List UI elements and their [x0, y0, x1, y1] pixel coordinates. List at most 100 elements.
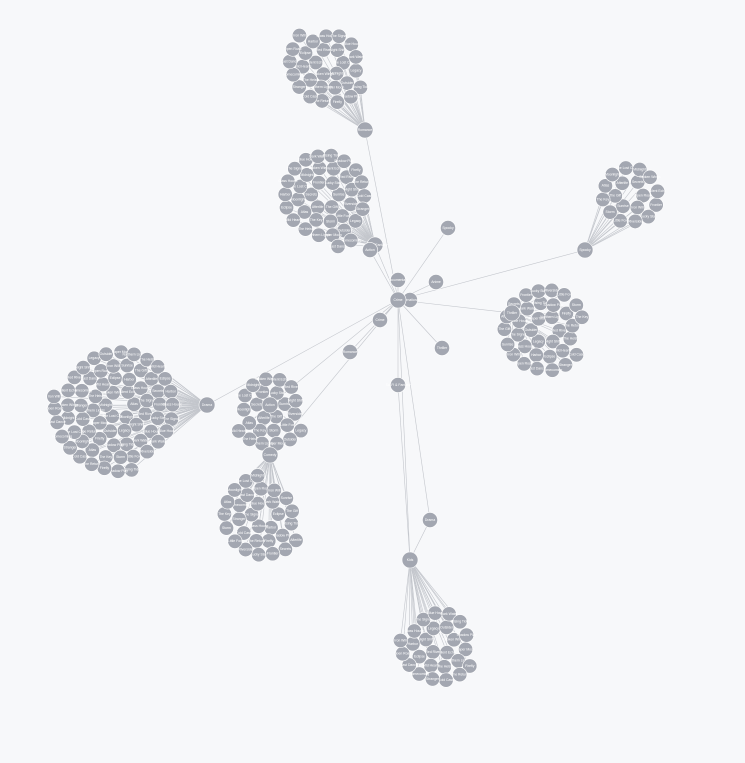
graph-node-core[interactable]: Action [362, 242, 378, 258]
graph-node-leaf[interactable]: The Heist [302, 72, 318, 88]
graph-node-leaf[interactable]: The Signal [331, 28, 347, 44]
graph-node-leaf[interactable]: Riverside [343, 196, 359, 212]
graph-node-leaf[interactable]: Firefly [96, 460, 112, 476]
graph-node-leaf[interactable]: The Heist [242, 431, 258, 447]
graph-node-leaf[interactable]: Silent Echo [649, 183, 666, 199]
graph-node-leaf[interactable]: Secrets [150, 383, 166, 399]
graph-node-leaf[interactable]: The Heist [297, 221, 313, 237]
graph-node-leaf[interactable]: The Return [353, 174, 370, 190]
graph-node-core[interactable]: International [401, 292, 420, 308]
graph-node-leaf[interactable]: Eclipse [411, 649, 427, 665]
graph-node-leaf[interactable]: Afterlife [614, 175, 630, 191]
graph-node-leaf[interactable]: Frontier [265, 546, 281, 562]
graph-node-leaf[interactable]: The Lost City [235, 388, 255, 404]
graph-node-leaf[interactable]: Glass House [131, 380, 151, 396]
graph-node-leaf[interactable]: Harbor [528, 347, 544, 363]
graph-node-leaf[interactable]: Little Fox [556, 287, 572, 303]
graph-node-leaf[interactable]: Last Dance [281, 54, 298, 70]
graph-node-leaf[interactable]: Northern Lights [122, 346, 146, 362]
graph-node-leaf[interactable]: Legacy [116, 423, 132, 439]
graph-node-leaf[interactable]: Wild Hearts [422, 658, 440, 674]
graph-node-leaf[interactable]: Dark Water [309, 148, 327, 164]
graph-node-leaf[interactable]: Night Shift [129, 417, 145, 433]
graph-node-leaf[interactable]: Stranger [291, 79, 307, 95]
graph-node-leaf[interactable]: The Return [564, 318, 581, 334]
graph-node-leaf[interactable]: Cold Case [72, 449, 88, 465]
graph-node-leaf[interactable]: Rising Tide [352, 79, 369, 95]
graph-node-leaf[interactable]: Firefly [462, 658, 478, 674]
graph-node-leaf[interactable]: Paper Moon [91, 415, 110, 431]
graph-node-core[interactable]: Romance [342, 344, 358, 360]
graph-node-leaf[interactable]: Wild Hearts [149, 359, 167, 375]
graph-node-leaf[interactable]: Last Dance [329, 238, 347, 254]
graph-node-leaf[interactable]: Sunrise [615, 198, 631, 214]
graph-node-hub[interactable]: Action [261, 396, 279, 414]
graph-node-leaf[interactable]: Stranger [231, 511, 247, 527]
graph-node-leaf[interactable]: Glass House [249, 518, 269, 534]
graph-node-leaf[interactable]: Firefly [558, 305, 574, 321]
graph-node-leaf[interactable]: Secrets [277, 541, 293, 557]
graph-node-leaf[interactable]: The Signal [163, 411, 180, 427]
graph-node-leaf[interactable]: Little Fox [227, 533, 243, 549]
graph-node-leaf[interactable]: Blue Hour [250, 496, 266, 512]
graph-node-leaf[interactable]: Silent Echo [271, 372, 288, 388]
graph-node-leaf[interactable]: Little Fox [612, 213, 628, 229]
graph-node-leaf[interactable]: Riverside [139, 444, 155, 460]
graph-node-leaf[interactable]: Dark Water [150, 434, 168, 450]
graph-node-leaf[interactable]: Storm [218, 520, 234, 536]
graph-node-leaf[interactable]: Shadow Play [104, 437, 124, 453]
graph-node-leaf[interactable]: Last Dance [528, 361, 546, 377]
graph-node-leaf[interactable]: Last Dance [401, 657, 418, 673]
graph-node-leaf[interactable]: Shadow Play [457, 627, 477, 643]
graph-node-leaf[interactable]: Cold Case [569, 347, 585, 363]
graph-node-core[interactable]: Crime [372, 312, 388, 328]
graph-node-core[interactable]: Documentary [388, 272, 408, 288]
graph-node-leaf[interactable]: The Lost City [616, 160, 636, 176]
graph-node-leaf[interactable]: Wild Hearts [230, 423, 248, 439]
graph-node-leaf[interactable]: Secrets [303, 186, 319, 202]
graph-node-leaf[interactable]: Midnight [632, 161, 648, 177]
graph-node-leaf[interactable]: Dark Water [132, 433, 150, 449]
graph-node-leaf[interactable]: Paper Moon [456, 641, 475, 657]
graph-node-leaf[interactable]: The Return [451, 667, 468, 683]
graph-node-leaf[interactable]: Afterlife [310, 199, 326, 215]
graph-node-core[interactable]: Thriller [434, 340, 450, 356]
graph-node-leaf[interactable]: Storm [323, 213, 339, 229]
graph-node-leaf[interactable]: Legacy [348, 213, 364, 229]
graph-node-leaf[interactable]: The Lost City [102, 408, 123, 424]
graph-node-leaf[interactable]: Moonlight [236, 402, 252, 418]
graph-node-leaf[interactable]: Storm [568, 297, 584, 313]
graph-node-leaf[interactable]: The Key [308, 212, 324, 228]
graph-node-leaf[interactable]: Wild Hearts [94, 376, 112, 392]
graph-node-leaf[interactable]: The Heist [88, 388, 104, 404]
graph-node-core[interactable]: Crime [389, 291, 407, 309]
graph-node-leaf[interactable]: Lucky Star [150, 410, 167, 426]
graph-node-leaf[interactable]: Open Road [634, 188, 652, 204]
graph-node-leaf[interactable]: Paper Moon [268, 436, 287, 452]
graph-node-leaf[interactable]: Silent Echo [325, 161, 342, 177]
graph-node-leaf[interactable]: Shadow Play [334, 153, 354, 169]
graph-node-leaf[interactable]: Little Fox [125, 449, 141, 465]
graph-node-leaf[interactable]: Legacy [348, 63, 364, 79]
graph-node-leaf[interactable]: Firefly [329, 94, 345, 110]
graph-node-leaf[interactable]: Open Road [92, 363, 110, 379]
graph-node-hub[interactable]: Spooky [576, 241, 594, 259]
graph-node-leaf[interactable]: Iron Will [266, 482, 282, 498]
graph-node-leaf[interactable]: Sunrise [119, 358, 135, 374]
graph-node-leaf[interactable]: The Gift [284, 503, 300, 519]
graph-node-leaf[interactable]: The Key [595, 191, 611, 207]
graph-node-leaf[interactable]: Glass House [515, 338, 535, 354]
graph-node-leaf[interactable]: Broken Wings [103, 385, 124, 401]
graph-node-leaf[interactable]: Homecoming [52, 429, 72, 445]
graph-node-leaf[interactable]: The Heist [139, 352, 155, 368]
graph-node-leaf[interactable]: The Key [574, 309, 590, 325]
graph-node-leaf[interactable]: The Signal [415, 612, 432, 628]
graph-node-leaf[interactable]: Homecoming [542, 362, 562, 378]
graph-node-leaf[interactable]: Glass House [278, 173, 298, 189]
graph-node-leaf[interactable]: Firefly [92, 431, 108, 447]
graph-node-leaf[interactable]: Northern Lights [251, 436, 274, 452]
graph-node-leaf[interactable]: Eclipse [157, 371, 173, 387]
graph-node-leaf[interactable]: Midnight [245, 377, 261, 393]
graph-node-hub[interactable]: Kids [401, 551, 419, 569]
